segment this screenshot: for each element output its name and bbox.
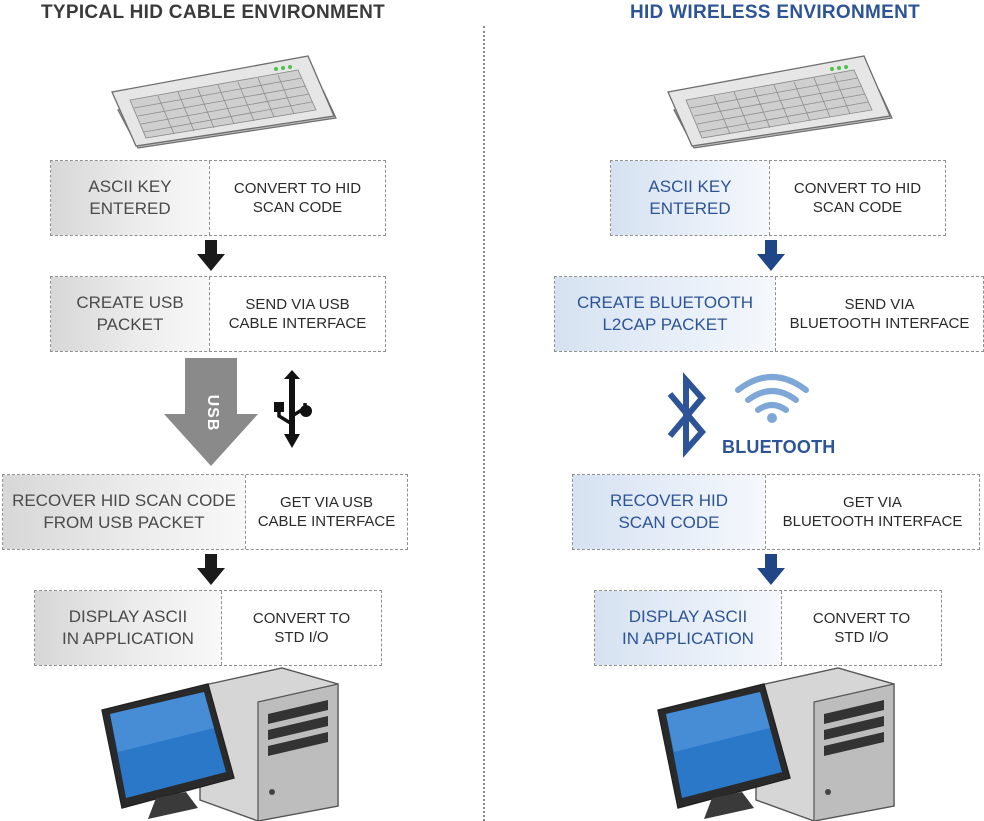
right-step-1: ASCII KEY ENTERED CONVERT TO HID SCAN CO…	[610, 160, 946, 236]
right-step-3-detail: GET VIA BLUETOOTH INTERFACE	[765, 475, 979, 549]
keyboard-icon	[111, 55, 337, 149]
left-step-3-detail: GET VIA USB CABLE INTERFACE	[245, 475, 407, 549]
left-step-2-detail: SEND VIA USB CABLE INTERFACE	[209, 277, 385, 351]
bluetooth-link-label: BLUETOOTH	[722, 437, 836, 457]
usb-link-label: USB	[204, 394, 221, 432]
left-step-4-action: DISPLAY ASCII IN APPLICATION	[35, 591, 221, 665]
right-step-3: RECOVER HID SCAN CODE GET VIA BLUETOOTH …	[572, 474, 980, 550]
left-column-title: TYPICAL HID CABLE ENVIRONMENT	[40, 2, 386, 23]
left-step-1-action: ASCII KEY ENTERED	[51, 161, 209, 235]
left-step-4-detail: CONVERT TO STD I/O	[221, 591, 381, 665]
right-column-title: HID WIRELESS ENVIRONMENT	[629, 2, 921, 23]
right-step-3-action: RECOVER HID SCAN CODE	[573, 475, 765, 549]
left-step-1-detail: CONVERT TO HID SCAN CODE	[209, 161, 385, 235]
right-step-2-detail: SEND VIA BLUETOOTH INTERFACE	[775, 277, 983, 351]
desktop-computer-icon	[657, 667, 895, 821]
left-step-2: CREATE USB PACKET SEND VIA USB CABLE INT…	[50, 276, 386, 352]
keyboard-icon	[667, 55, 893, 149]
right-step-2: CREATE BLUETOOTH L2CAP PACKET SEND VIA B…	[554, 276, 984, 352]
wireless-signal-icon	[735, 374, 809, 423]
usb-link-arrow	[164, 358, 258, 466]
left-step-4: DISPLAY ASCII IN APPLICATION CONVERT TO …	[34, 590, 382, 666]
right-step-4: DISPLAY ASCII IN APPLICATION CONVERT TO …	[594, 590, 942, 666]
left-step-3-action: RECOVER HID SCAN CODE FROM USB PACKET	[3, 475, 245, 549]
right-step-1-detail: CONVERT TO HID SCAN CODE	[769, 161, 945, 235]
column-divider	[483, 26, 485, 821]
down-arrow-icon	[197, 240, 225, 271]
right-step-4-detail: CONVERT TO STD I/O	[781, 591, 941, 665]
right-step-4-action: DISPLAY ASCII IN APPLICATION	[595, 591, 781, 665]
left-step-1: ASCII KEY ENTERED CONVERT TO HID SCAN CO…	[50, 160, 386, 236]
desktop-computer-icon	[101, 667, 339, 821]
usb-icon	[274, 370, 312, 448]
left-step-3: RECOVER HID SCAN CODE FROM USB PACKET GE…	[2, 474, 408, 550]
down-arrow-icon	[197, 554, 225, 585]
down-arrow-icon	[757, 554, 785, 585]
left-step-2-action: CREATE USB PACKET	[51, 277, 209, 351]
right-step-1-action: ASCII KEY ENTERED	[611, 161, 769, 235]
bluetooth-icon	[667, 372, 706, 458]
down-arrow-icon	[757, 240, 785, 271]
right-step-2-action: CREATE BLUETOOTH L2CAP PACKET	[555, 277, 775, 351]
